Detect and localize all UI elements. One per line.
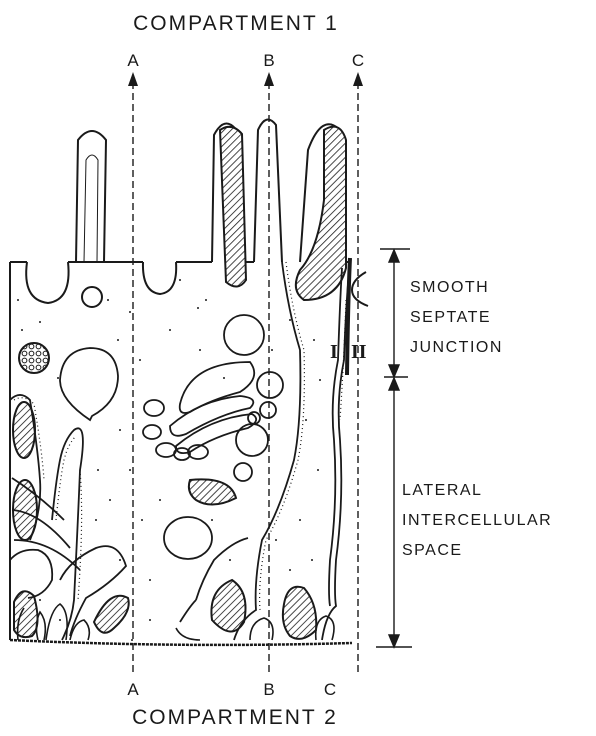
- septate-label-line-1: SMOOTH: [410, 279, 489, 296]
- lateral-membranes: [10, 262, 350, 640]
- plane-arrowheads: [128, 72, 363, 86]
- lateral-label-line-1: LATERAL: [402, 482, 482, 499]
- plane-b-top-label: B: [263, 51, 274, 70]
- mitochondria: [13, 127, 346, 639]
- plane-a-bottom-label: A: [127, 680, 139, 699]
- top-title: COMPARTMENT 1: [133, 12, 339, 35]
- plane-c-top-label: C: [352, 51, 364, 70]
- septate-junction-band: [347, 258, 350, 375]
- septate-label-line-2: SEPTATE: [410, 309, 491, 326]
- plane-a-top-label: A: [127, 51, 139, 70]
- microvilli: [76, 120, 340, 262]
- cytoplasm-stipple: [17, 279, 321, 641]
- septate-bottom-arrowhead-icon: [389, 365, 399, 377]
- membrane-label-ii: II: [351, 341, 367, 363]
- lateral-label-line-3: SPACE: [402, 542, 463, 559]
- membrane-label-i: I: [330, 341, 338, 363]
- septate-label-line-3: JUNCTION: [410, 339, 503, 356]
- junction-cap: [352, 272, 368, 306]
- golgi-apparatus: [170, 362, 256, 453]
- bottom-title: COMPARTMENT 2: [132, 706, 338, 729]
- granule-body: [19, 343, 49, 373]
- plane-c-arrowhead-icon: [353, 72, 363, 86]
- plane-a-arrowhead-icon: [128, 72, 138, 86]
- plane-b-bottom-label: B: [263, 680, 274, 699]
- plane-c-bottom-label: C: [324, 680, 336, 699]
- septate-top-arrowhead-icon: [389, 250, 399, 262]
- plane-b-arrowhead-icon: [264, 72, 274, 86]
- apical-vesicles: [26, 262, 176, 307]
- lateral-label-line-2: INTERCELLULAR: [402, 512, 552, 529]
- region-arrows: [376, 249, 412, 647]
- lateral-bottom-arrowhead-icon: [389, 635, 399, 647]
- lateral-top-arrowhead-icon: [389, 378, 399, 390]
